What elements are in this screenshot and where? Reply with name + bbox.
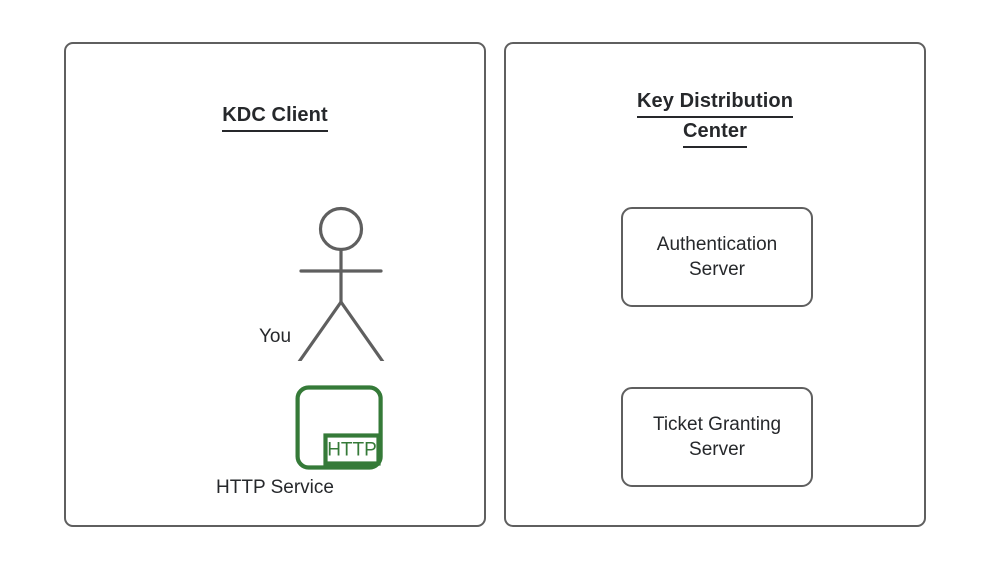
http-service-icon: HTTP [231, 381, 451, 473]
stick-figure-actor-icon [231, 161, 451, 361]
panel-kdc-title-line-2: Center [683, 118, 747, 148]
actor-you-label: You [258, 326, 292, 347]
ticket-granting-server-box[interactable]: Ticket Granting Server [621, 387, 813, 487]
http-service-label: HTTP Service [216, 477, 334, 498]
authentication-server-box[interactable]: Authentication Server [621, 207, 813, 307]
panel-key-distribution-center-title: Key Distribution Center [506, 88, 924, 148]
ticket-granting-server-line-1: Ticket Granting [652, 414, 782, 435]
ticket-granting-server-line-2: Server [689, 439, 745, 460]
panel-kdc-client-title-text: KDC Client [222, 102, 328, 132]
panel-kdc-title-line-1: Key Distribution [636, 88, 794, 118]
authentication-server-line-1: Authentication [656, 234, 778, 255]
authentication-server-line-2: Server [689, 259, 745, 280]
panel-key-distribution-center[interactable]: Key Distribution Center Authentication S… [504, 42, 926, 527]
panel-kdc-client[interactable]: KDC Client You HTTP HTTP Service [64, 42, 486, 527]
panel-kdc-client-title: KDC Client [66, 102, 484, 132]
svg-text:HTTP: HTTP [327, 440, 377, 461]
